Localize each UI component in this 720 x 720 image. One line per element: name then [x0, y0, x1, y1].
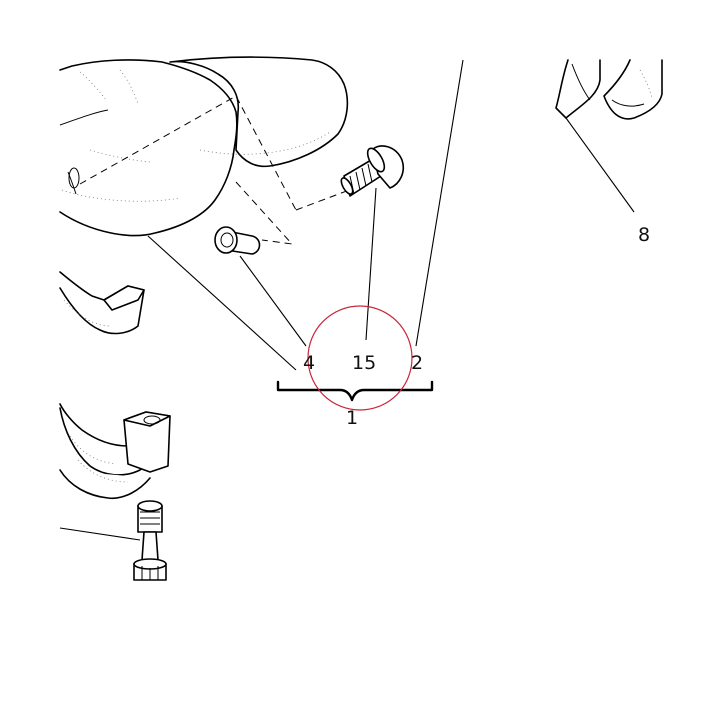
main-housing [59, 56, 349, 237]
clamp-middle-left [59, 271, 145, 335]
callout-1: 1 [346, 407, 358, 429]
dowel-item-4 [214, 226, 261, 255]
leader-lines [59, 59, 635, 541]
callout-2: 2 [411, 352, 423, 374]
assembly-dash-lines [79, 95, 361, 245]
bracket-item-8 [555, 59, 663, 120]
callout-4: 4 [303, 352, 315, 374]
group-brace [276, 380, 434, 402]
lower-bolt [133, 500, 167, 581]
callout-15: 15 [352, 352, 376, 374]
bolt-item-15 [340, 145, 405, 197]
bearing-cap-lower-left [59, 403, 171, 500]
callout-8: 8 [638, 224, 650, 246]
highlight-circle [307, 305, 413, 411]
